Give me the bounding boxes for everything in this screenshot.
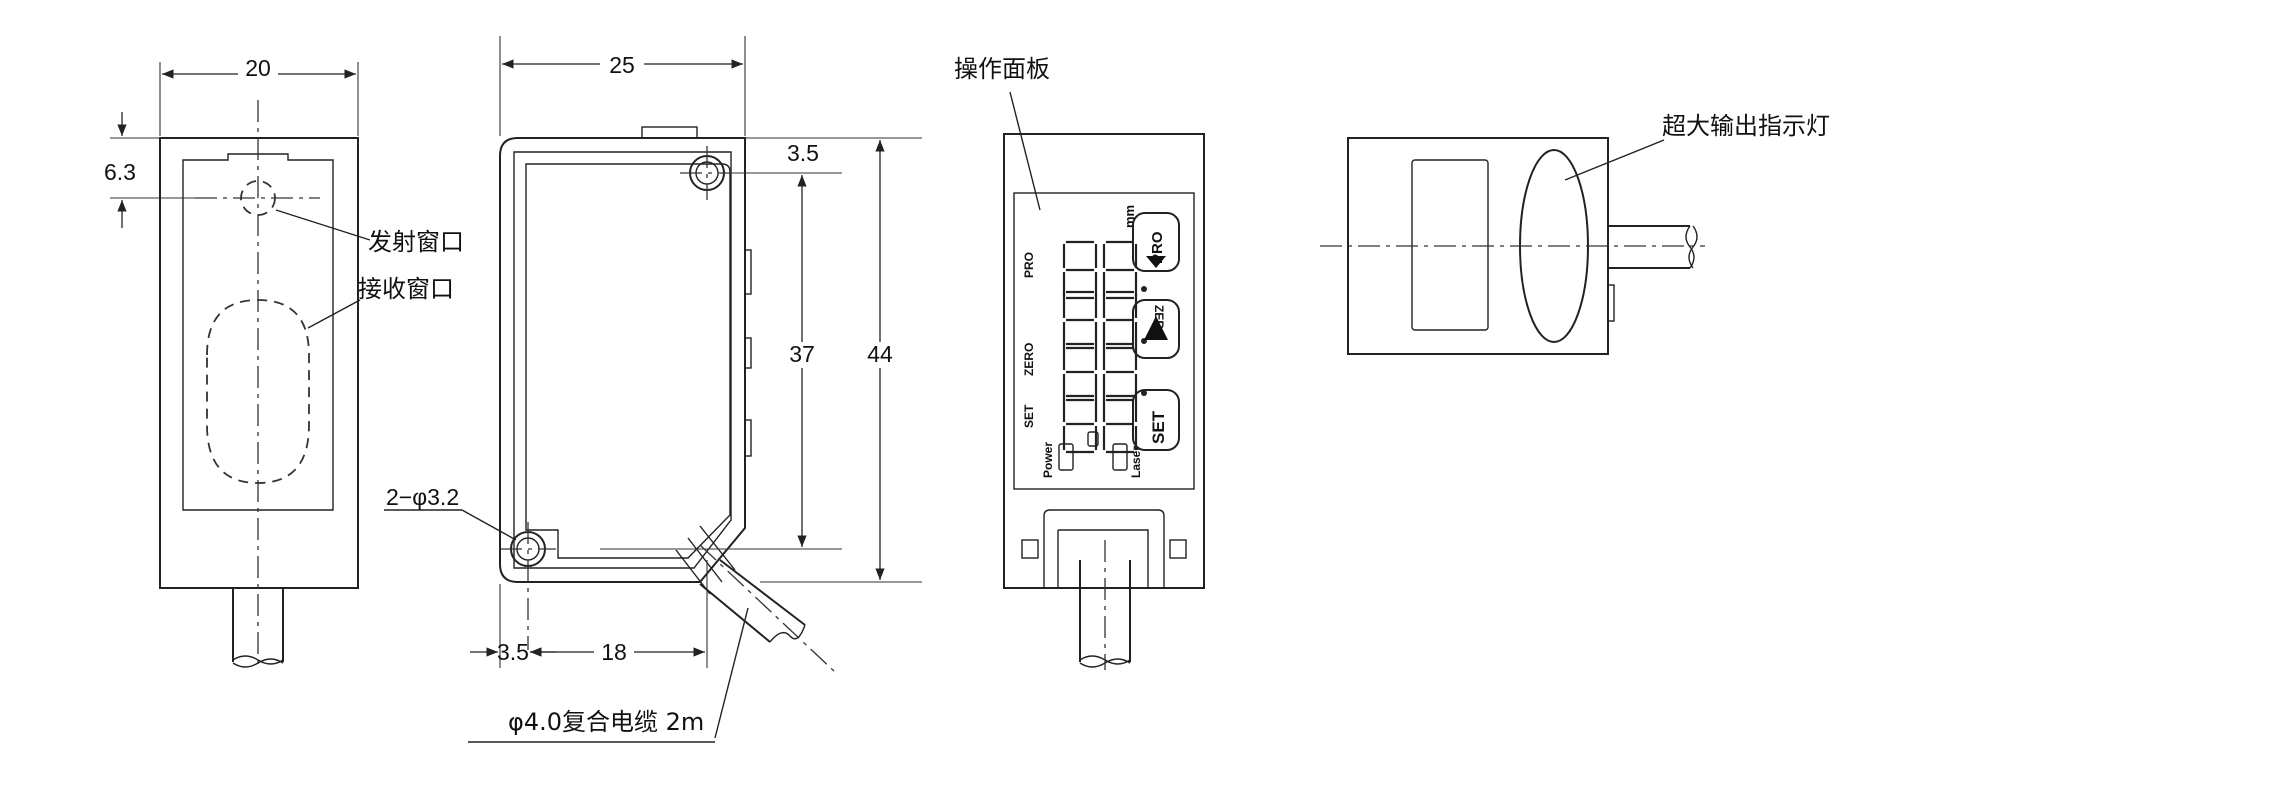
pro-button-label: PRO — [1149, 231, 1166, 264]
digit-row-3 — [1062, 338, 1147, 402]
pro-button-down-arrow-icon — [1146, 256, 1166, 268]
digit-row-1 — [1062, 240, 1138, 300]
up-arrow-icon — [1144, 316, 1168, 340]
side-cable-upper — [719, 559, 806, 626]
center-led — [1087, 431, 1099, 447]
cable-label: φ4.0复合电缆 2m — [508, 708, 704, 736]
side-housing-inner — [513, 151, 732, 569]
side-cable-centerline — [699, 544, 836, 673]
side-cable-boot — [675, 525, 736, 595]
receiver-leader — [307, 299, 361, 329]
panel-clip-right — [1169, 539, 1187, 559]
set-indicator-label: SET — [1022, 404, 1036, 428]
dim-hole-offset-bottom: 3.5 — [497, 639, 529, 665]
operation-panel-label: 操作面板 — [954, 55, 1050, 83]
front-cable-break — [232, 655, 284, 668]
receiver-window-label: 接收窗口 — [358, 275, 454, 303]
dim-emitter-offset: 6.3 — [104, 159, 136, 185]
side-bump-2 — [744, 337, 752, 369]
top-window — [1411, 159, 1489, 331]
side-view: 25 3.5 37 44 2−φ3.2 3.5 18 φ4.0复合电缆 2m — [384, 36, 922, 743]
front-housing — [159, 137, 359, 589]
dim-25-bg — [600, 48, 644, 72]
dim-side-inner-height: 37 — [789, 341, 815, 367]
panel-view: 操作面板 mm PRO ZERO ZERO SET Power — [954, 55, 1205, 670]
dim-side-width: 25 — [609, 52, 635, 78]
dim-front-width: 20 — [245, 55, 271, 81]
side-bump-3 — [744, 419, 752, 457]
front-window-frame — [182, 153, 334, 511]
up-button[interactable] — [1132, 299, 1180, 359]
emitter-window-label: 发射窗口 — [368, 228, 464, 256]
zero-indicator-label: ZERO — [1022, 343, 1036, 376]
hole-spec-leader-2 — [461, 509, 517, 541]
hole-spec-label: 2−φ3.2 — [386, 484, 459, 510]
cable-leader — [714, 607, 749, 739]
power-label: Power — [1041, 442, 1055, 478]
panel-housing — [1003, 133, 1205, 589]
front-view: 20 6.3 发射窗口 接收窗口 — [104, 55, 464, 670]
panel-connector-inner — [1057, 529, 1149, 588]
side-top-tab — [641, 126, 698, 139]
panel-connector — [1043, 509, 1165, 588]
dim-hole-spacing: 18 — [601, 639, 627, 665]
set-button[interactable]: SET — [1132, 389, 1180, 451]
dim-20-bg — [238, 57, 278, 81]
top-side-tab — [1607, 284, 1615, 322]
dim-side-height: 44 — [867, 341, 893, 367]
output-indicator-leader — [1564, 139, 1665, 181]
side-housing-outer — [499, 137, 746, 583]
side-cable-break — [769, 624, 806, 643]
output-indicator-label: 超大输出指示灯 — [1662, 112, 1830, 140]
digit-row-4 — [1062, 390, 1147, 454]
operation-panel-leader — [1009, 91, 1041, 211]
panel-clip-left — [1021, 539, 1039, 559]
power-led — [1058, 443, 1074, 471]
dim-37-bg — [780, 342, 824, 368]
set-button-label: SET — [1149, 410, 1168, 444]
receiver-outline — [206, 299, 310, 484]
side-bump-1 — [744, 249, 752, 295]
laser-label: Laser — [1129, 446, 1143, 478]
unit-mm-label: mm — [1122, 205, 1137, 228]
top-view: 超大输出指示灯 — [1320, 112, 1830, 355]
digit-row-2 — [1062, 286, 1147, 350]
panel-face — [1013, 192, 1195, 490]
laser-led — [1112, 443, 1128, 471]
dim-44-bg — [858, 342, 902, 368]
side-window-inner — [525, 163, 731, 559]
pro-button[interactable]: PRO — [1132, 212, 1180, 272]
top-cable-break — [1685, 225, 1698, 269]
side-cable-lower — [699, 583, 771, 643]
pro-indicator-label: PRO — [1022, 252, 1036, 278]
dim-hole-offset-top: 3.5 — [787, 140, 819, 166]
emitter-leader — [275, 209, 371, 241]
dim-18-bg — [594, 638, 634, 664]
